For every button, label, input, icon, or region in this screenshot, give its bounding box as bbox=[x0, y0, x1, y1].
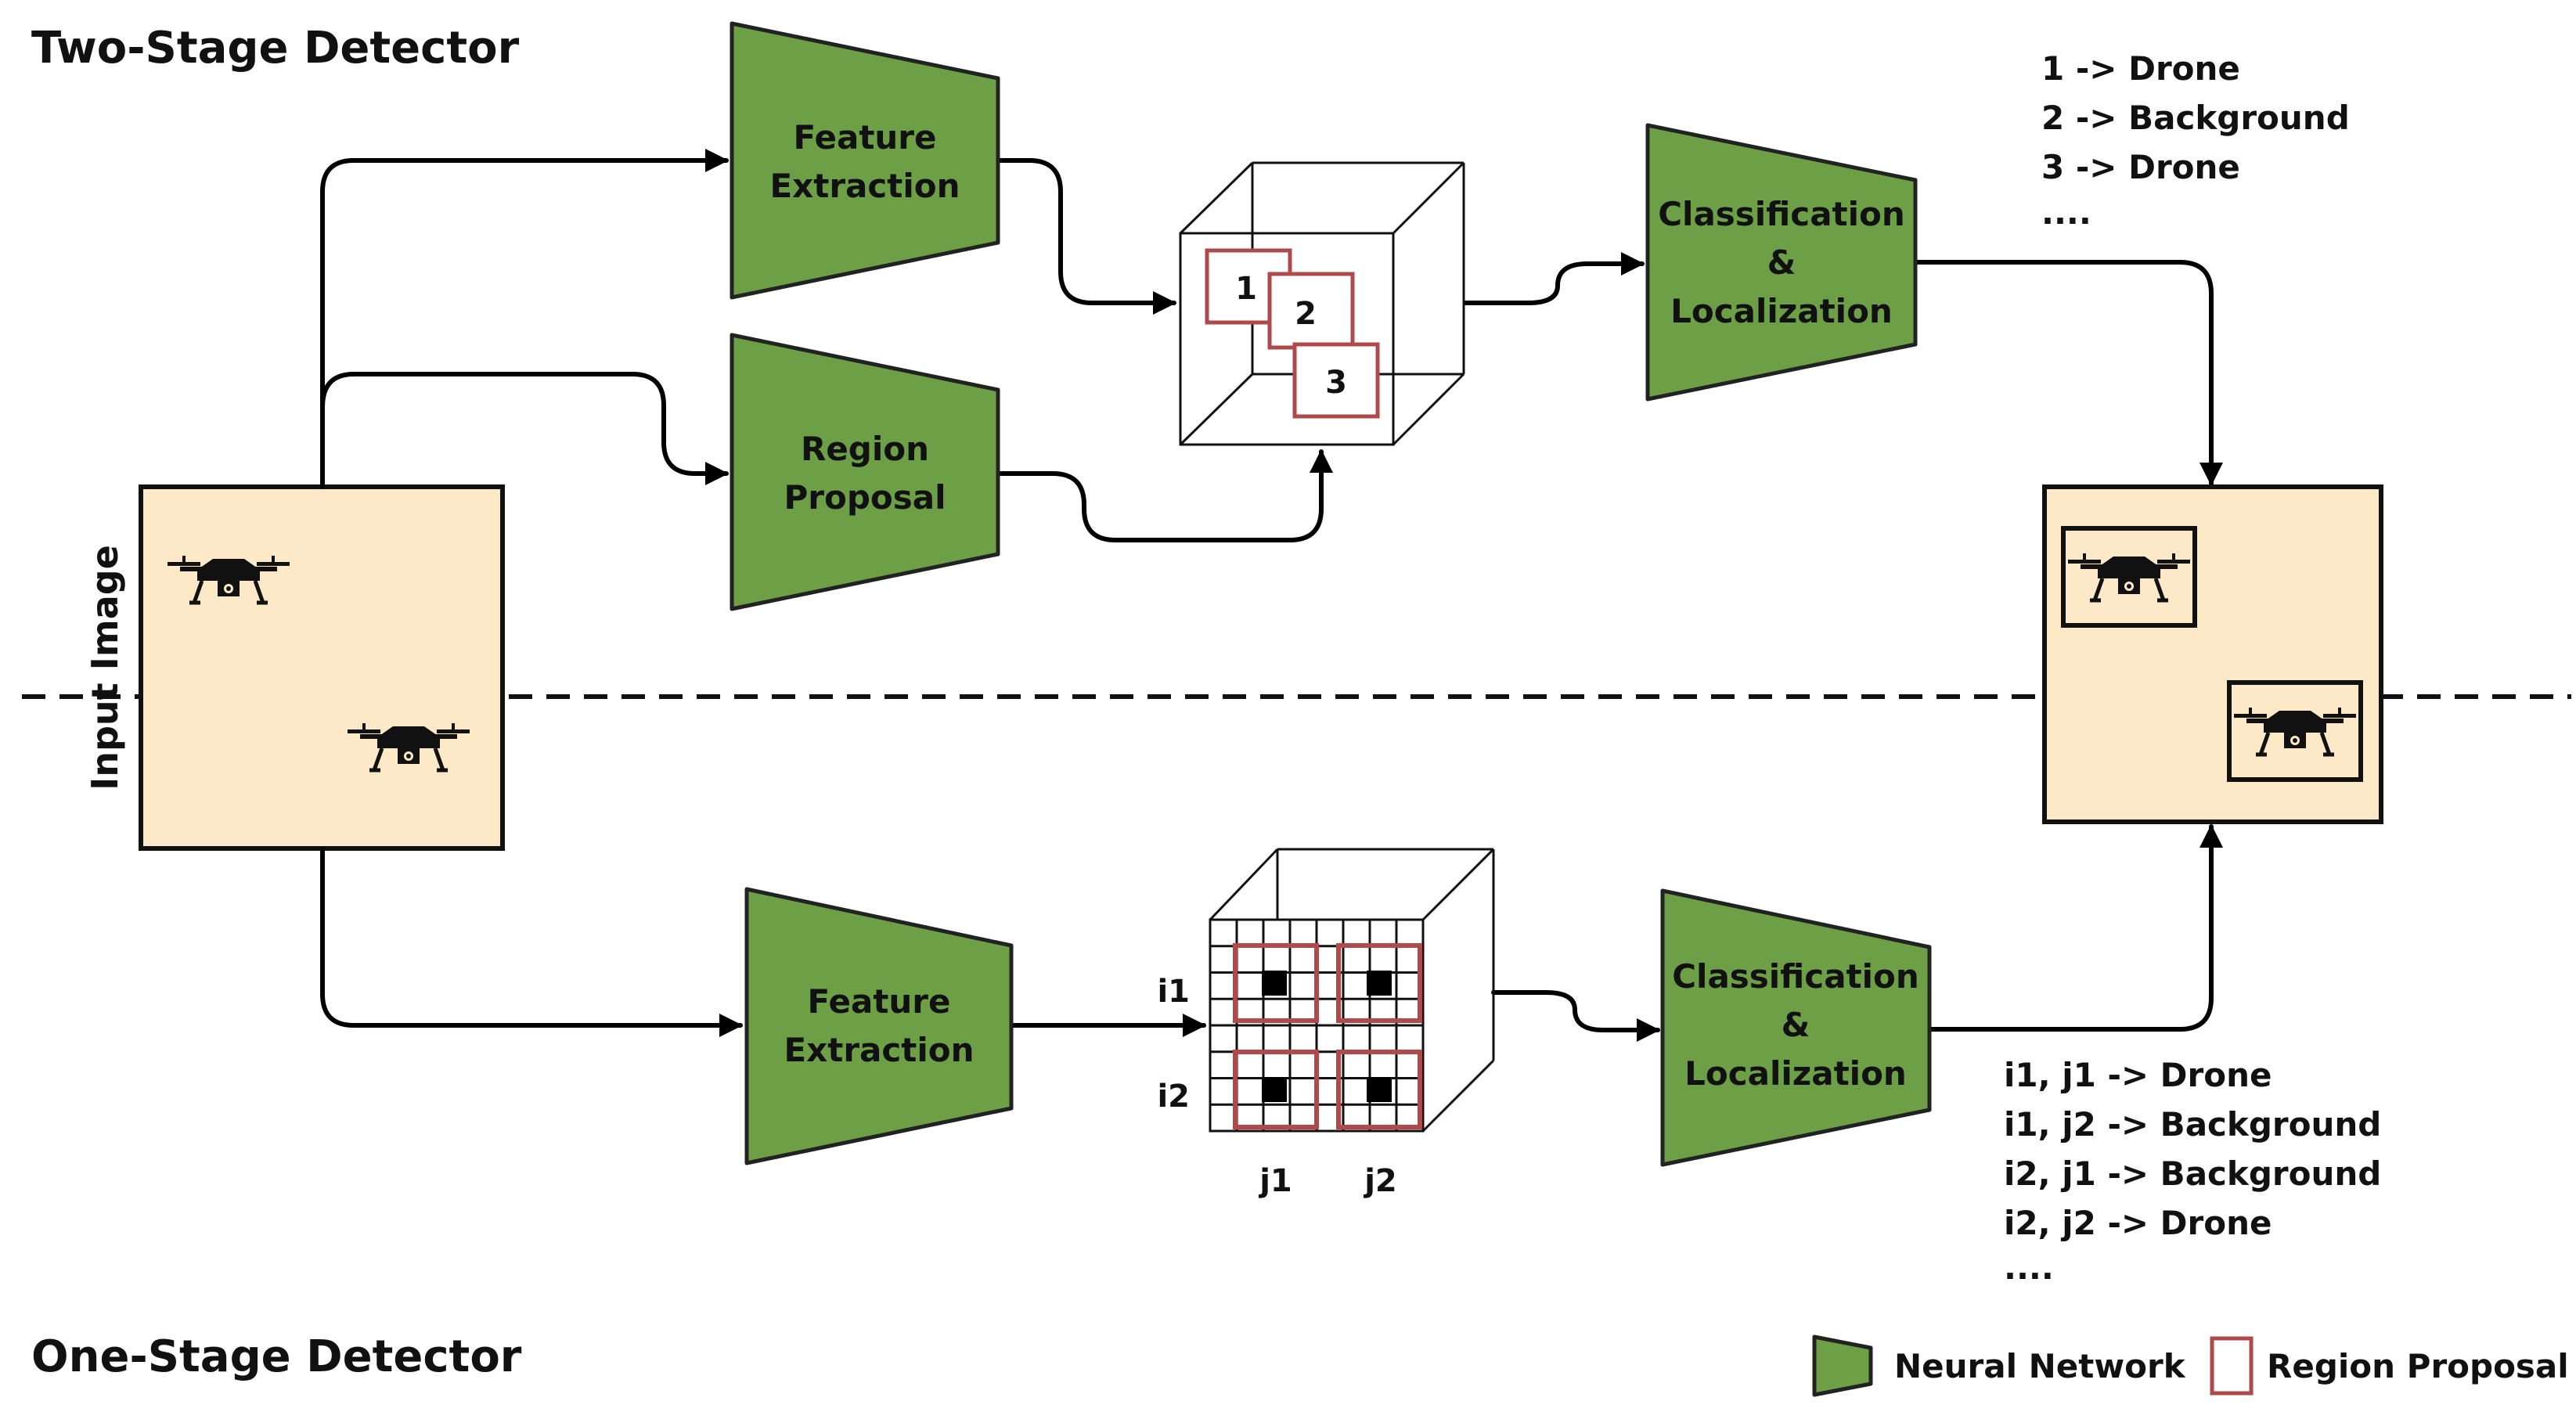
detection-box-1 bbox=[2061, 526, 2197, 628]
two-stage-output-2: 2 -> Background bbox=[2041, 99, 2350, 137]
row-label-i2: i2 bbox=[1157, 1079, 1190, 1115]
classification-bottom-line3: Localization bbox=[1684, 1054, 1907, 1093]
two-stage-outputs: 1 -> Drone 2 -> Background 3 -> Drone ..… bbox=[2041, 49, 2350, 232]
legend-neural-network: Neural Network bbox=[1894, 1347, 2186, 1385]
input-image: Input Image bbox=[84, 484, 505, 851]
legend-network-swatch bbox=[1812, 1335, 1873, 1397]
output-image bbox=[2042, 484, 2383, 824]
arrow-classification-to-output-bottom bbox=[1927, 824, 2223, 1032]
legend-proposal-swatch bbox=[2210, 1336, 2254, 1396]
grid-proposal-i2-j1 bbox=[1233, 1050, 1319, 1129]
feature-extraction-network-top: Feature Extraction bbox=[730, 21, 1000, 300]
two-stage-title: Two-Stage Detector bbox=[31, 23, 520, 74]
two-stage-output-3: 3 -> Drone bbox=[2041, 148, 2240, 186]
one-stage-title: One-Stage Detector bbox=[31, 1331, 522, 1382]
proposal-box-2 bbox=[1267, 272, 1355, 350]
feature-grid-cube: i1 i2 j1 j2 bbox=[1157, 848, 1495, 1199]
row-label-i1: i1 bbox=[1157, 974, 1190, 1010]
one-stage-output-1: i1, j1 -> Drone bbox=[2004, 1056, 2272, 1094]
classification-bottom-line1: Classification bbox=[1672, 957, 1919, 996]
grid-proposal-i1-j2 bbox=[1336, 943, 1422, 1023]
arrow-cube-to-classification bbox=[1463, 252, 1645, 305]
two-stage-output-1: 1 -> Drone bbox=[2041, 49, 2240, 88]
feature-extraction-label-line2: Extraction bbox=[769, 167, 960, 205]
proposal-number-2: 2 bbox=[1295, 296, 1317, 332]
proposal-number-1: 1 bbox=[1235, 271, 1257, 307]
arrow-feature-to-cube bbox=[996, 158, 1176, 315]
legend-region-proposal: Region Proposal bbox=[2267, 1347, 2569, 1385]
legend: Neural Network Region Proposal bbox=[1812, 1335, 2569, 1397]
one-stage-output-4: i2, j2 -> Drone bbox=[2004, 1204, 2272, 1242]
grid-cell-i1-j2 bbox=[1367, 971, 1392, 996]
classification-bottom-line2: & bbox=[1782, 1006, 1810, 1044]
one-stage-output-3: i2, j1 -> Background bbox=[2004, 1154, 2381, 1193]
arrow-grid-to-classification bbox=[1491, 990, 1660, 1042]
classification-label-line3: Localization bbox=[1670, 292, 1893, 330]
grid-proposal-i1-j1 bbox=[1233, 943, 1319, 1023]
feature-map-cube-top: 1 2 3 bbox=[1179, 161, 1465, 446]
col-label-j2: j2 bbox=[1363, 1163, 1397, 1199]
classification-network-top: Classification & Localization bbox=[1645, 123, 1918, 402]
classification-label-line2: & bbox=[1767, 243, 1796, 282]
arrow-region-to-cube bbox=[996, 449, 1333, 542]
arrow-classification-to-output bbox=[1913, 260, 2223, 486]
detection-box-2 bbox=[2227, 680, 2363, 782]
proposal-number-3: 3 bbox=[1325, 365, 1347, 401]
one-stage-output-5: .... bbox=[2004, 1248, 2054, 1287]
input-image-label: Input Image bbox=[84, 545, 126, 791]
feature-extraction-bottom-line1: Feature bbox=[808, 982, 951, 1021]
feature-extraction-bottom-line2: Extraction bbox=[784, 1031, 974, 1069]
proposal-box-3 bbox=[1292, 342, 1380, 419]
classification-label-line1: Classification bbox=[1658, 195, 1905, 233]
grid-cell-i1-j1 bbox=[1262, 971, 1287, 996]
feature-extraction-network-bottom: Feature Extraction bbox=[744, 887, 1014, 1165]
arrow-input-to-region bbox=[320, 372, 729, 485]
arrow-input-to-feature bbox=[320, 149, 729, 489]
one-stage-outputs: i1, j1 -> Drone i1, j2 -> Background i2,… bbox=[2004, 1056, 2381, 1287]
one-stage-output-2: i1, j2 -> Background bbox=[2004, 1105, 2381, 1144]
feature-extraction-label-line1: Feature bbox=[794, 118, 937, 157]
grid-cell-i2-j1 bbox=[1262, 1077, 1287, 1102]
col-label-j1: j1 bbox=[1258, 1163, 1292, 1199]
two-stage-output-4: .... bbox=[2041, 193, 2091, 232]
region-proposal-label-line2: Proposal bbox=[784, 478, 946, 517]
grid-cell-i2-j2 bbox=[1367, 1077, 1392, 1102]
grid-proposal-i2-j2 bbox=[1336, 1050, 1422, 1129]
region-proposal-network: Region Proposal bbox=[730, 333, 1000, 611]
region-proposal-label-line1: Region bbox=[801, 430, 929, 468]
classification-network-bottom: Classification & Localization bbox=[1660, 888, 1932, 1167]
arrow-input-to-feature-bottom bbox=[320, 846, 743, 1037]
